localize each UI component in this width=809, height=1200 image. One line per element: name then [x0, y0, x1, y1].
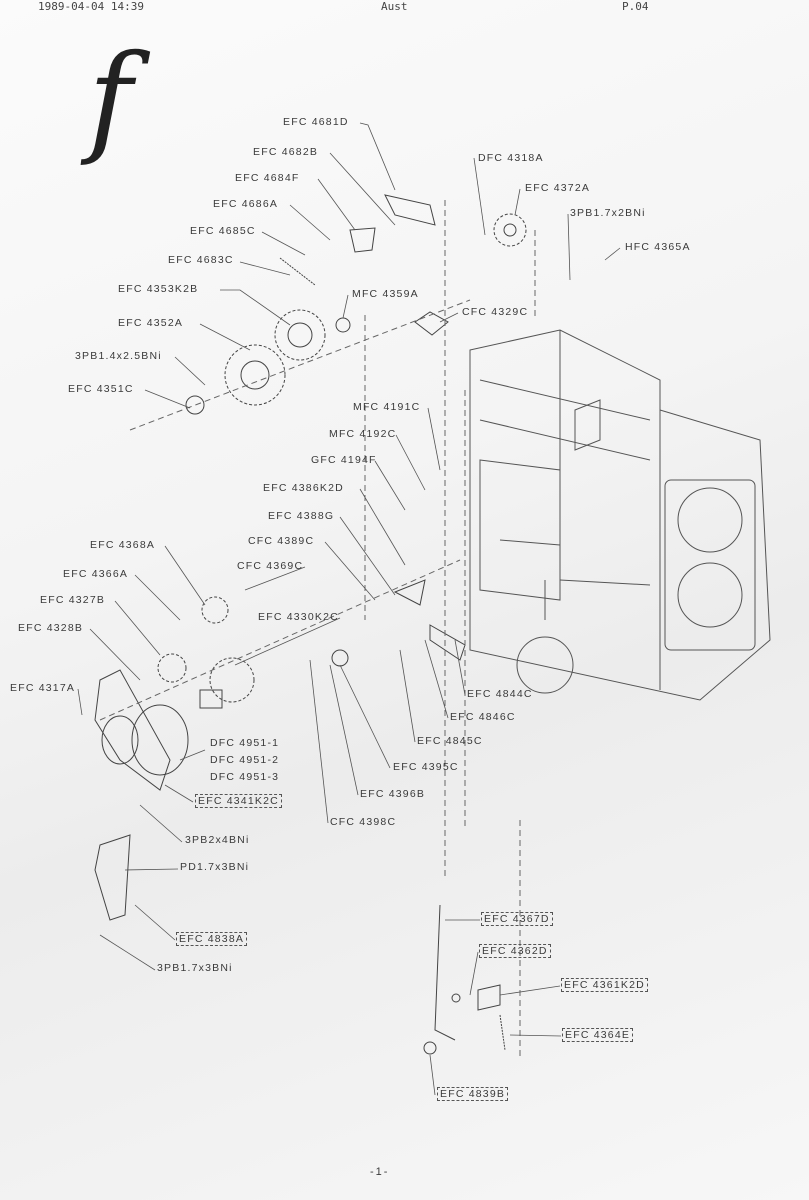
part-label-efc4684f: EFC 4684F [235, 172, 300, 184]
part-label-efc4845c: EFC 4845C [417, 735, 483, 747]
part-label-efc4683c: EFC 4683C [168, 254, 234, 266]
part-label-cfc4369c: CFC 4369C [237, 560, 304, 572]
part-label-efc4682b: EFC 4682B [253, 146, 319, 158]
part-label-mfc4359a: MFC 4359A [352, 288, 419, 300]
part-label-efc4351c: EFC 4351C [68, 383, 134, 395]
gears [94, 194, 527, 1055]
part-label-efc4844c: EFC 4844C [467, 688, 533, 700]
part-label-dfc4951-2: DFC 4951-2 [210, 754, 280, 766]
fax-sender: Aust [381, 0, 408, 13]
part-label-efc4352a: EFC 4352A [118, 317, 184, 329]
camera-body [469, 329, 771, 701]
part-label-efc4368a: EFC 4368A [90, 539, 156, 551]
part-label-efc4366a: EFC 4366A [63, 568, 129, 580]
part-label-dfc4951-1: DFC 4951-1 [210, 737, 280, 749]
part-label-gfc4194f: GFC 4194F [311, 454, 377, 466]
page-number: -1- [370, 1166, 390, 1178]
fax-datetime: 1989-04-04 14:39 [38, 0, 144, 13]
part-label-efc4685c: EFC 4685C [190, 225, 256, 237]
part-label-efc4372a: EFC 4372A [525, 182, 591, 194]
part-label-3pb14x25bni: 3PB1.4x2.5BNi [75, 350, 162, 362]
part-label-mfc4191c: MFC 4191C [353, 401, 421, 413]
part-label-efc4353k2b: EFC 4353K2B [118, 283, 199, 295]
part-label-cfc4329c: CFC 4329C [462, 306, 529, 318]
part-label-efc4681d: EFC 4681D [283, 116, 349, 128]
part-label-3pb17x2bni: 3PB1.7x2BNi [570, 207, 646, 219]
part-label-efc4367d: EFC 4367D [481, 912, 553, 926]
part-label-efc4388g: EFC 4388G [268, 510, 335, 522]
part-label-efc4317a: EFC 4317A [10, 682, 76, 694]
part-label-efc4364e: EFC 4364E [562, 1028, 634, 1042]
part-label-efc4328b: EFC 4328B [18, 622, 84, 634]
part-label-efc4686a: EFC 4686A [213, 198, 279, 210]
part-label-efc4846c: EFC 4846C [450, 711, 516, 723]
fax-page: P.04 [622, 0, 649, 13]
part-label-dfc4951-3: DFC 4951-3 [210, 771, 280, 783]
part-label-cfc4389c: CFC 4389C [248, 535, 315, 547]
part-label-efc4327b: EFC 4327B [40, 594, 106, 606]
part-label-efc4361k2d: EFC 4361K2D [561, 978, 648, 992]
part-label-efc4838a: EFC 4838A [176, 932, 248, 946]
part-label-efc4362d: EFC 4362D [479, 944, 551, 958]
part-label-efc4386k2d: EFC 4386K2D [263, 482, 344, 494]
part-label-efc4839b: EFC 4839B [437, 1087, 509, 1101]
part-label-dfc4318a: DFC 4318A [478, 152, 544, 164]
part-label-3pb2x4bni: 3PB2x4BNi [185, 834, 250, 846]
handwritten-f-logo: f [88, 30, 133, 169]
part-label-cfc4398c: CFC 4398C [330, 816, 397, 828]
part-label-efc4395c: EFC 4395C [393, 761, 459, 773]
part-label-pd17x3bni: PD1.7x3BNi [180, 861, 250, 873]
part-label-efc4396b: EFC 4396B [360, 788, 426, 800]
part-label-hfc4365a: HFC 4365A [625, 241, 691, 253]
part-label-3pb17x3bni: 3PB1.7x3BNi [157, 962, 233, 974]
part-label-mfc4192c: MFC 4192C [329, 428, 397, 440]
part-label-efc4330k2c: EFC 4330K2C [258, 611, 339, 623]
part-label-efc4341k2c: EFC 4341K2C [195, 794, 282, 808]
